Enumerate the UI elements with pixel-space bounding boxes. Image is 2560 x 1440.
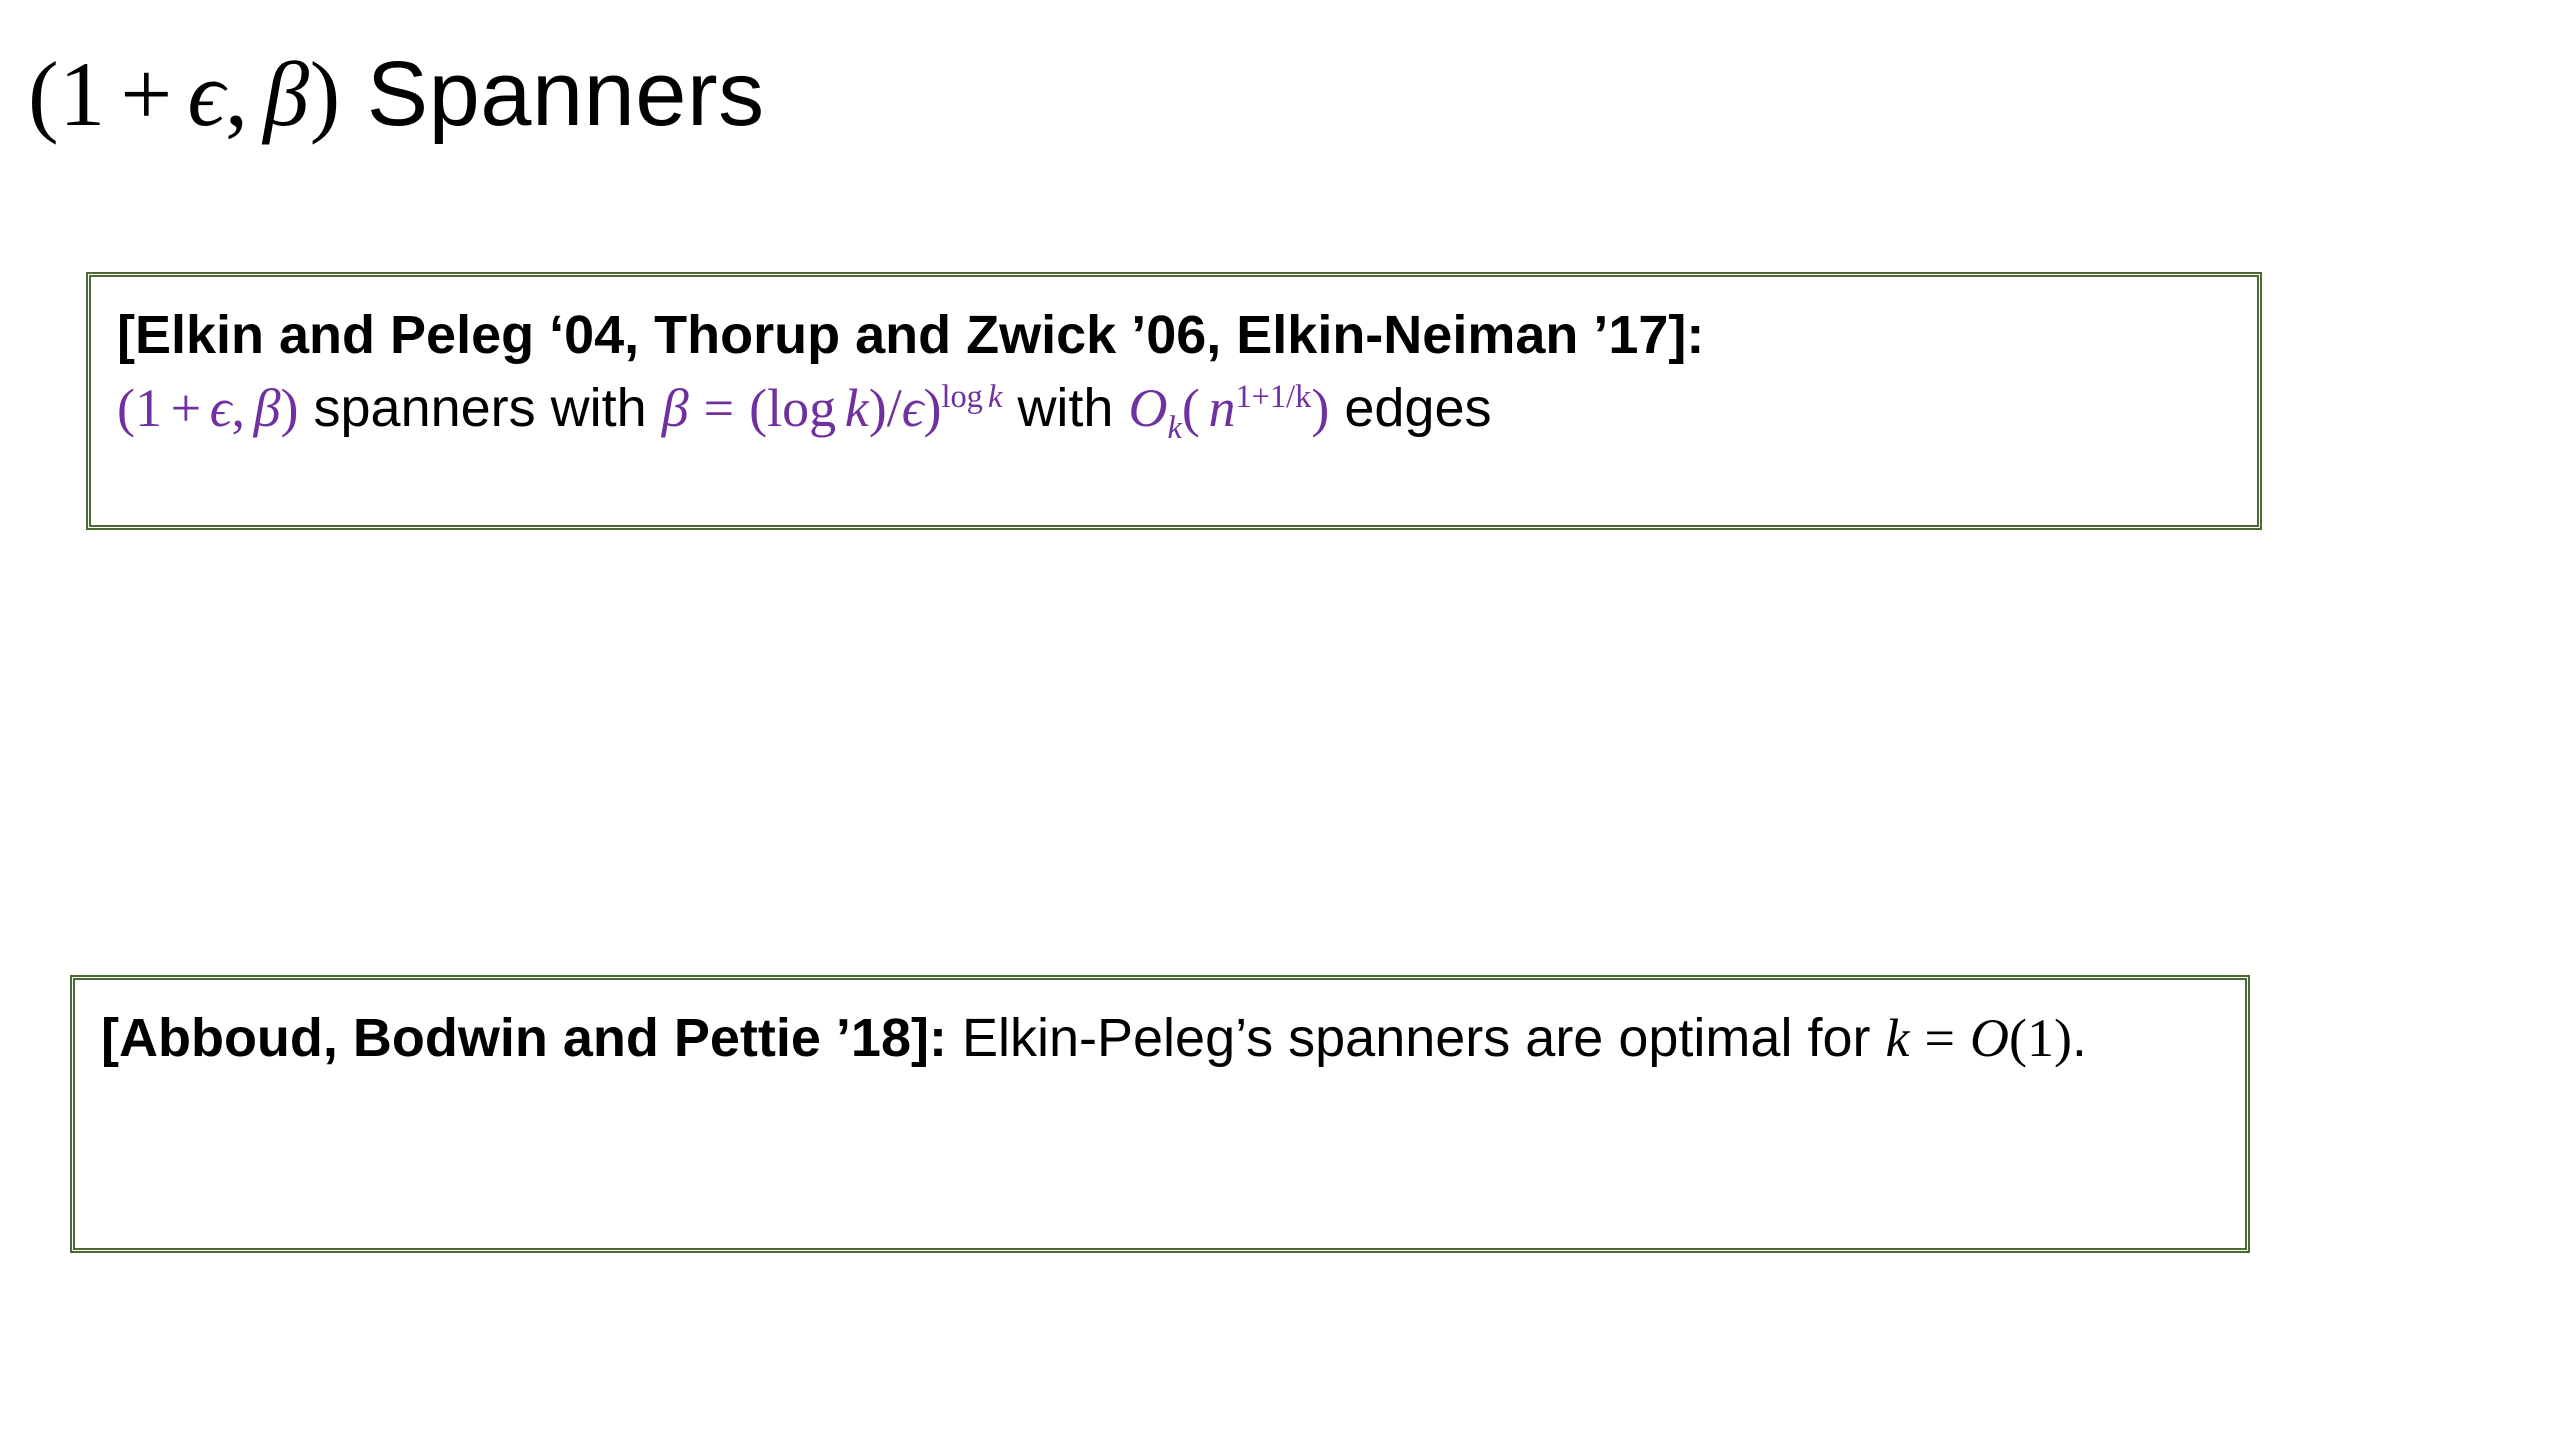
title-comma: , [225,43,249,145]
citation-line-elkin-peleg: [Elkin and Peleg ‘04, Thorup and Zwick ’… [117,299,2231,372]
abboud-statement-part-2: optimal for [1618,1008,1871,1068]
big-o-close-paren: ) [1311,378,1330,439]
abboud-open-paren: ( [2008,1008,2027,1068]
edge-count-formula: Ok(n1+1/k) [1128,378,1330,444]
division-slash: / [886,378,902,439]
abboud-period: . [2071,1008,2087,1068]
lead-open-paren: ( [117,378,135,439]
theorem-box-abboud: [Abboud, Bodwin and Pettie ’18]: Elkin-P… [70,975,2250,1253]
n-variable: n [1208,378,1236,439]
abboud-one: 1 [2026,1008,2054,1068]
big-o-subscript-k: k [1167,410,1182,447]
abboud-statement-part-1: Elkin-Peleg’s spanners are [961,1008,1604,1068]
k-variable: k [844,378,869,439]
n-exponent: 1+1/k [1235,379,1312,416]
abboud-equals-sign: = [1924,1008,1955,1068]
lead-epsilon: ϵ [209,378,232,439]
abboud-k-variable: k [1885,1008,1910,1068]
word-with-first: with [550,378,647,439]
formula-close-paren-outer: ) [923,378,942,439]
statement-line-abboud: [Abboud, Bodwin and Pettie ’18]: Elkin-P… [101,1002,2219,1075]
word-with-second: with [1017,378,1114,439]
lead-math-expression: (1+ϵ,β) [117,378,298,438]
theorem-box-elkin-peleg: [Elkin and Peleg ‘04, Thorup and Zwick ’… [86,272,2262,530]
title-math-expression: (1+ϵ,β) [28,43,341,145]
exponent-k: k [988,379,1003,416]
epsilon-variable: ϵ [901,378,924,439]
exponent-log: log [941,379,983,416]
lead-one: 1 [134,378,162,439]
title-word-spanners: Spanners [366,43,765,145]
big-o-open-paren: ( [1181,378,1200,439]
title-close-paren: ) [309,43,341,145]
beta-symbol: β [661,378,689,439]
equals-sign: = [703,378,735,439]
lead-plus: + [170,378,202,439]
abboud-close-paren: ) [2053,1008,2072,1068]
big-o-symbol: O [1128,378,1168,439]
abboud-big-o-symbol: O [1969,1008,2009,1068]
title-beta: β [263,43,310,145]
abboud-k-equals-o-one: k = O(1). [1885,1008,2086,1068]
citation-text: [Elkin and Peleg ‘04, Thorup and Zwick ’… [117,305,1705,365]
word-spanners: spanners [313,378,536,439]
formula-open-paren-outer: ( [749,378,768,439]
lead-beta: β [253,378,281,439]
formula-close-paren-inner: ) [868,378,887,439]
title-one: 1 [59,43,106,145]
title-epsilon: ϵ [187,43,226,145]
title-plus: + [120,43,173,145]
log-operator: log [767,378,837,439]
word-edges: edges [1344,378,1492,439]
citation-text-abboud: [Abboud, Bodwin and Pettie ’18]: [101,1008,947,1068]
page-title: (1+ϵ,β) Spanners [28,42,765,148]
lead-comma: , [231,378,245,439]
lead-close-paren: ) [280,378,299,439]
title-open-paren: ( [28,43,60,145]
